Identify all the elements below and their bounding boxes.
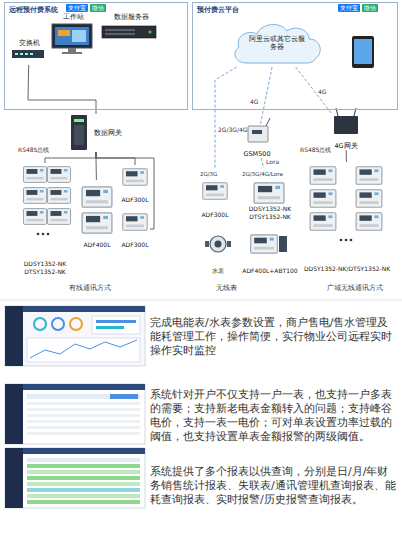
device-label: 4G网关	[334, 142, 357, 150]
device-label: 阿里云或其它云服务器	[247, 35, 307, 51]
device-label: DDSY1352-NK/DTSY1352-NK	[304, 265, 390, 273]
device-label: ADF300L	[122, 241, 149, 249]
device-box: ADF400L	[78, 180, 116, 248]
cloud-outline	[235, 25, 320, 63]
frame-title: 远程预付费系统	[9, 6, 58, 15]
device-label: DDSY1352-NK DTSY1352-NK	[240, 205, 300, 220]
device-label: 数据网关	[94, 129, 122, 138]
payment-logo: 微信	[362, 4, 378, 12]
frame-title: 预付费云平台	[197, 6, 239, 15]
device-label: DDSY1352-NK DTSY1352-NK	[16, 260, 74, 275]
device-box: ADF300L	[120, 210, 150, 248]
wired-link	[96, 152, 154, 229]
annotation: 2G/3G/4G/Lora	[242, 171, 298, 178]
cloud-server: 阿里云或其它云服务器	[229, 19, 325, 67]
annotation: 2G/3G	[200, 171, 230, 178]
wired-link	[346, 150, 347, 162]
device-box: ADF300L	[120, 165, 150, 203]
payment-logo: 支付宝	[66, 4, 88, 12]
wireless-link	[215, 67, 237, 168]
device-box: 数据服务器	[101, 13, 161, 47]
payment-logo: 微信	[90, 4, 106, 12]
device-label: ADF400L	[84, 241, 111, 249]
wired-link	[45, 152, 96, 163]
annotation: 广域无线通讯方式	[316, 284, 394, 293]
device-box: DDSY1352-NK DTSY1352-NK	[16, 163, 74, 275]
device-label: ADF300L	[202, 211, 229, 219]
link-label: 4G	[318, 88, 326, 95]
payment-logo: 支付宝	[338, 4, 360, 12]
system-frame: 预付费云平台阿里云或其它云服务器	[192, 2, 398, 110]
link-label: Lora	[266, 158, 279, 165]
annotation: RS485总线	[18, 146, 58, 154]
device-label: 数据服务器	[114, 13, 149, 22]
link-label: 4G	[250, 98, 258, 105]
device-label: 工作站	[63, 13, 84, 22]
device-box: 数据网关	[70, 114, 122, 152]
device-label: 水表	[212, 267, 224, 275]
device-label: ADF400L+ABT100	[242, 267, 297, 275]
annotation: 无线表	[206, 284, 246, 293]
wireless-link	[296, 67, 332, 114]
device-label: 交换机	[19, 39, 40, 48]
device-label: GSM500	[243, 150, 270, 158]
device-label: ADF300L	[122, 196, 149, 204]
annotation: RS485总线	[300, 146, 340, 154]
wireless-link	[261, 67, 273, 124]
wired-link	[96, 152, 135, 165]
wireless-link	[261, 158, 263, 168]
device-box: DDSY1352-NK/DTSY1352-NK	[300, 162, 394, 272]
device-box: 工作站	[47, 13, 99, 59]
wired-link	[28, 65, 96, 114]
device-box: ADF400L+ABT100	[240, 230, 300, 274]
link-label: 2G/3G/4G	[218, 126, 247, 133]
device-box: 交换机	[11, 39, 47, 65]
description-text: 系统针对开户不仅支持一户一表，也支持一户多表的需要；支持新老电表金额转入的问题；…	[150, 388, 396, 444]
description-text: 完成电能表/水表参数设置，商户售电/售水管理及能耗管理工作，操作简便，实行物业公…	[150, 316, 396, 358]
device-box: 4G网关	[318, 114, 374, 150]
system-frame: 远程预付费系统工作站 数据服务器交换机	[4, 2, 188, 110]
annotation: 有线通讯方式	[50, 284, 130, 293]
device-box: 水表	[202, 230, 234, 274]
description-text: 系统提供了多个报表以供查询，分别是日/月/年财务销售统计报表、失联表/通讯管理机…	[150, 465, 396, 507]
